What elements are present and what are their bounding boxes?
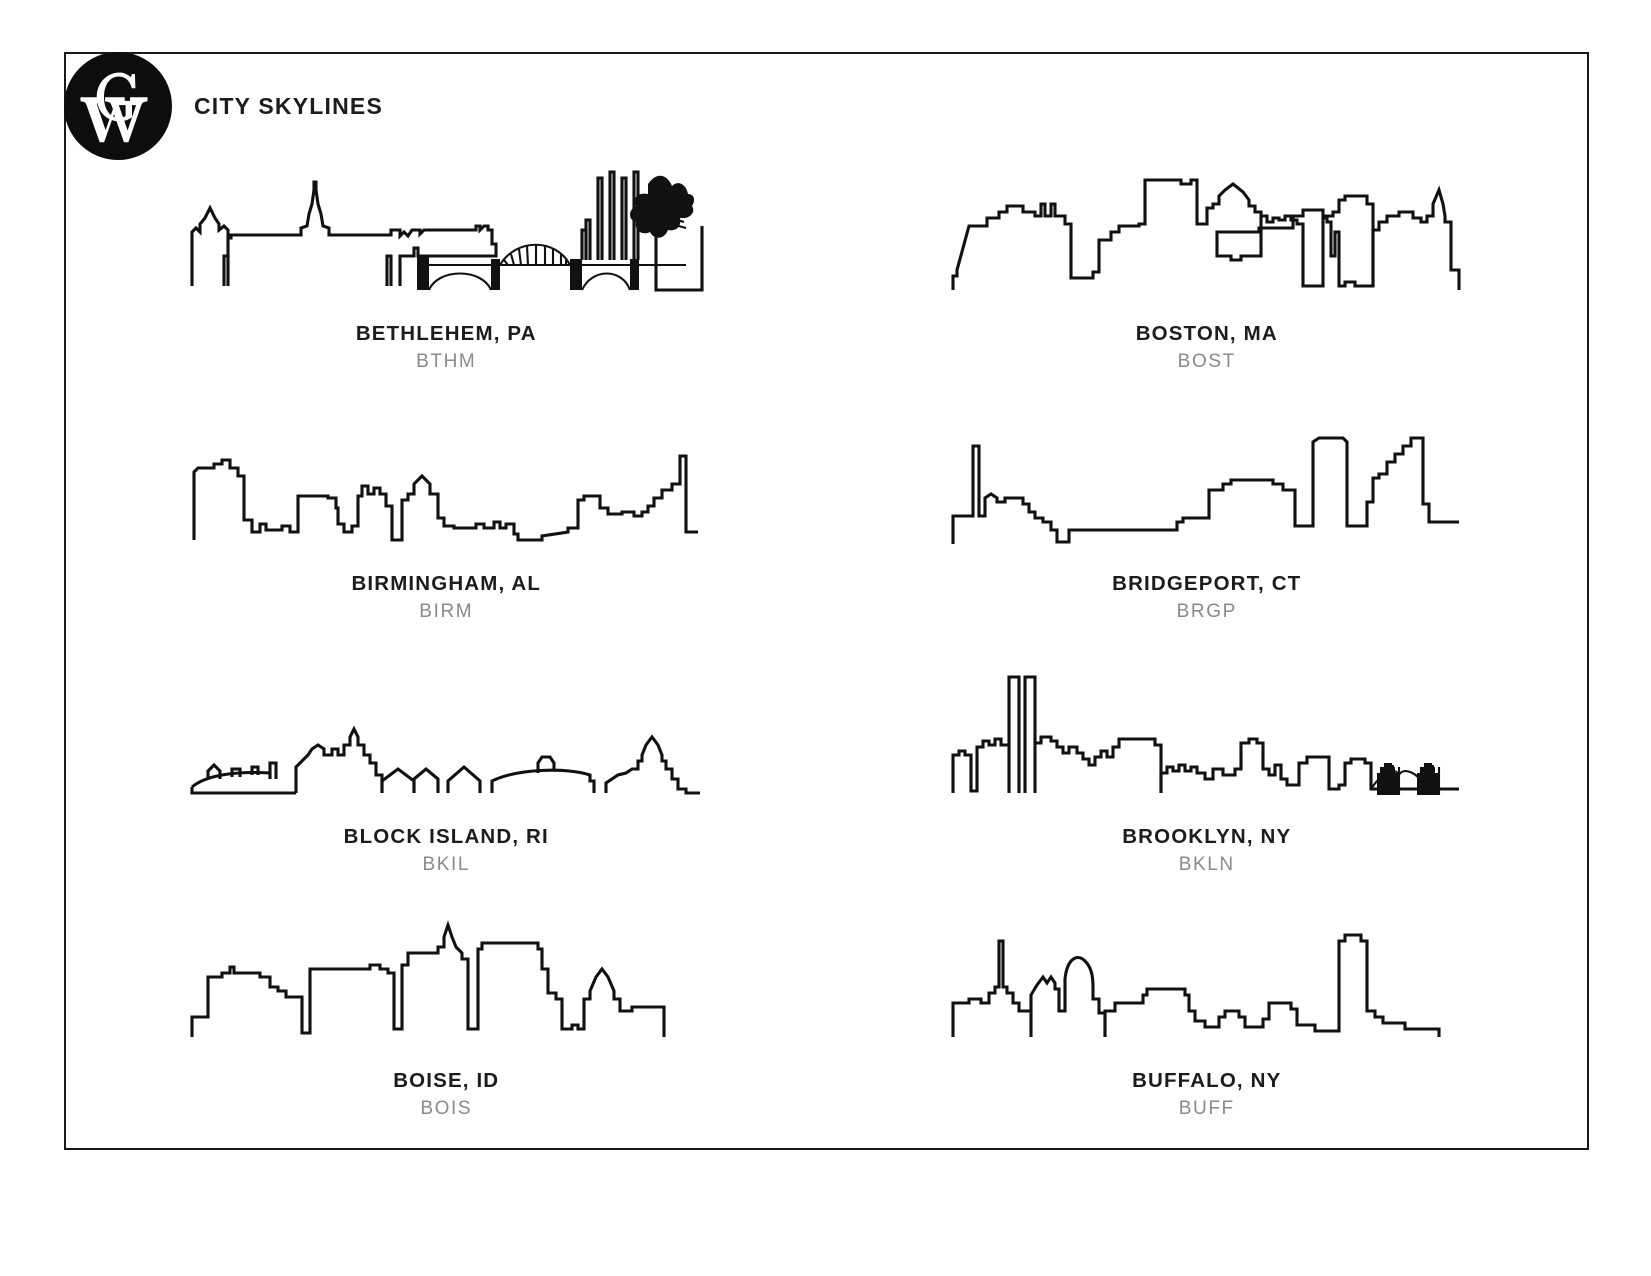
skyline-card-boston[interactable]: BOSTON, MA BOST [827,158,1588,406]
skyline-block-island [186,663,706,815]
skyline-bethlehem [186,160,706,312]
city-code: BKLN [1178,854,1235,875]
skyline-card-birmingham[interactable]: BIRMINGHAM, AL BIRM [66,406,827,654]
skyline-card-bridgeport[interactable]: BRIDGEPORT, CT BRGP [827,406,1588,654]
city-code: BOIS [420,1097,473,1119]
skyline-boise [186,907,706,1059]
skyline-sheet: CITY SKYLINES [64,52,1589,1150]
skyline-bethlehem-icon [190,170,704,292]
page-title: CITY SKYLINES [194,93,383,119]
city-code: BRGP [1176,600,1237,622]
city-name: BUFFALO, NY [1132,1068,1282,1092]
gw-monogram-logo [64,52,172,160]
skyline-boston-icon [951,178,1461,290]
skyline-card-buffalo[interactable]: BUFFALO, NY BUFF [827,901,1588,1149]
skyline-grid: BETHLEHEM, PA BTHM BOSTON, MA BOST BIRMI… [66,158,1587,1148]
skyline-buffalo-icon [951,932,1441,1037]
skyline-brooklyn [947,663,1467,815]
skyline-card-bethlehem[interactable]: BETHLEHEM, PA BTHM [66,158,827,406]
skyline-brooklyn-icon [951,675,1459,795]
skyline-buffalo [947,907,1467,1059]
logo-circle-background [64,52,172,160]
city-name: BOISE, ID [393,1068,500,1092]
skyline-card-brooklyn[interactable]: BROOKLYN, NY BKLN [827,653,1588,901]
city-name: BROOKLYN, NY [1122,825,1292,848]
city-code: BOST [1177,351,1236,372]
city-code: BTHM [416,351,477,372]
skyline-card-boise[interactable]: BOISE, ID BOIS [66,901,827,1149]
city-name: BOSTON, MA [1135,322,1278,345]
skyline-birmingham [186,410,706,562]
skyline-card-block-island[interactable]: BLOCK ISLAND, RI BKIL [66,653,827,901]
skyline-boston [947,160,1467,312]
skyline-bridgeport-icon [951,435,1459,544]
logo-gw-letters-icon [74,72,148,143]
city-code: BKIL [422,854,471,875]
skyline-birmingham-icon [192,453,699,542]
city-name: BETHLEHEM, PA [355,322,537,345]
city-code: BUFF [1178,1097,1235,1119]
page-header: CITY SKYLINES [64,51,1587,171]
skyline-bridgeport [947,410,1467,562]
city-name: BRIDGEPORT, CT [1112,571,1302,595]
city-code: BIRM [419,600,474,622]
city-name: BLOCK ISLAND, RI [343,825,549,848]
city-name: BIRMINGHAM, AL [351,571,542,595]
skyline-block-island-icon [190,725,701,795]
skyline-boise-icon [190,919,666,1037]
